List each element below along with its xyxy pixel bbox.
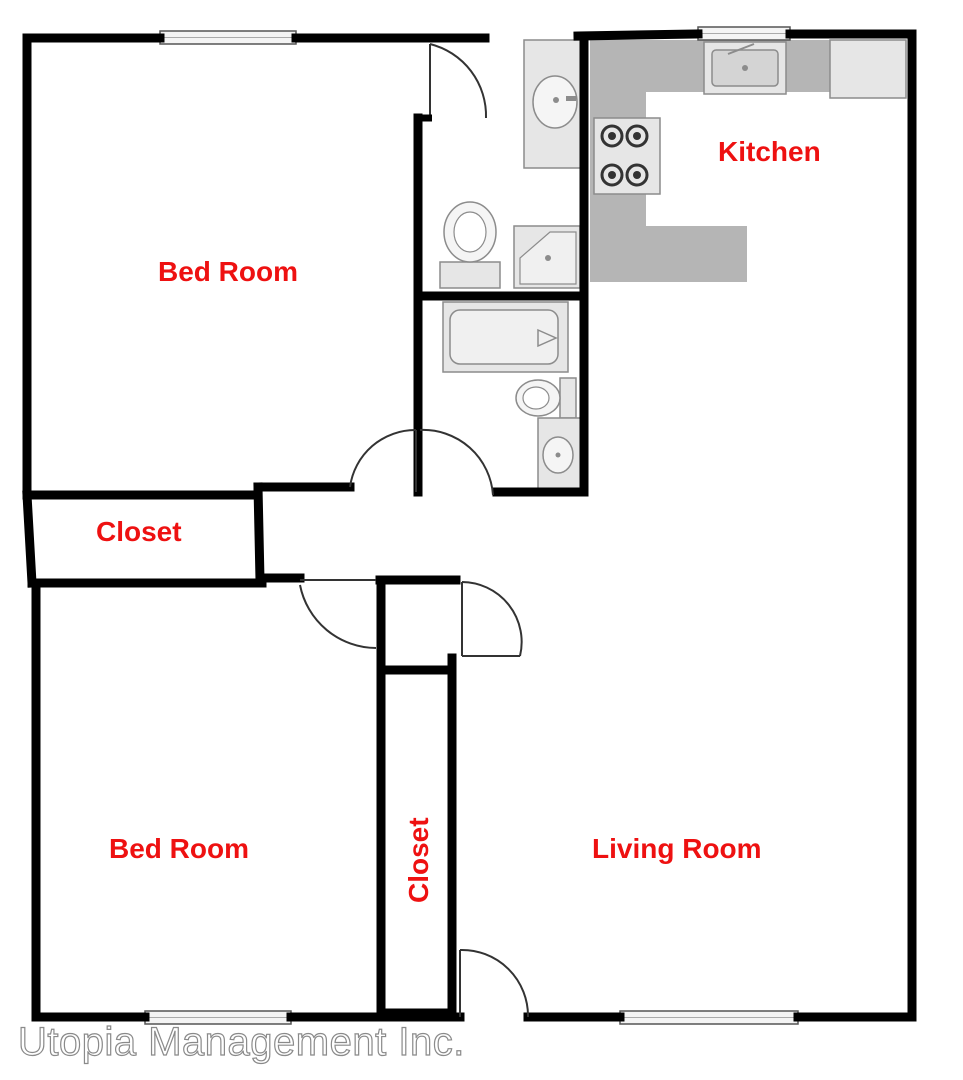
bath-sink-icon [537, 417, 583, 493]
bedroom-bottom-label: Bed Room [109, 833, 249, 864]
kitchen-sink-icon [703, 41, 787, 95]
walls [22, 29, 917, 1022]
toilet-icon [439, 201, 501, 289]
bathtub-icon [442, 301, 569, 373]
stove-icon [593, 117, 661, 195]
vanity-sink-icon [523, 39, 583, 169]
shower-icon [513, 225, 581, 289]
doors [299, 43, 530, 1018]
toilet-icon-2 [515, 377, 577, 419]
closet-left-label: Closet [96, 516, 182, 547]
windows [144, 26, 799, 1025]
closet-vertical-label: Closet [403, 817, 434, 903]
bedroom-top-label: Bed Room [158, 256, 298, 287]
watermark: Utopia Management Inc. [17, 1019, 465, 1064]
living-room-label: Living Room [592, 833, 762, 864]
kitchen-label: Kitchen [718, 136, 821, 167]
